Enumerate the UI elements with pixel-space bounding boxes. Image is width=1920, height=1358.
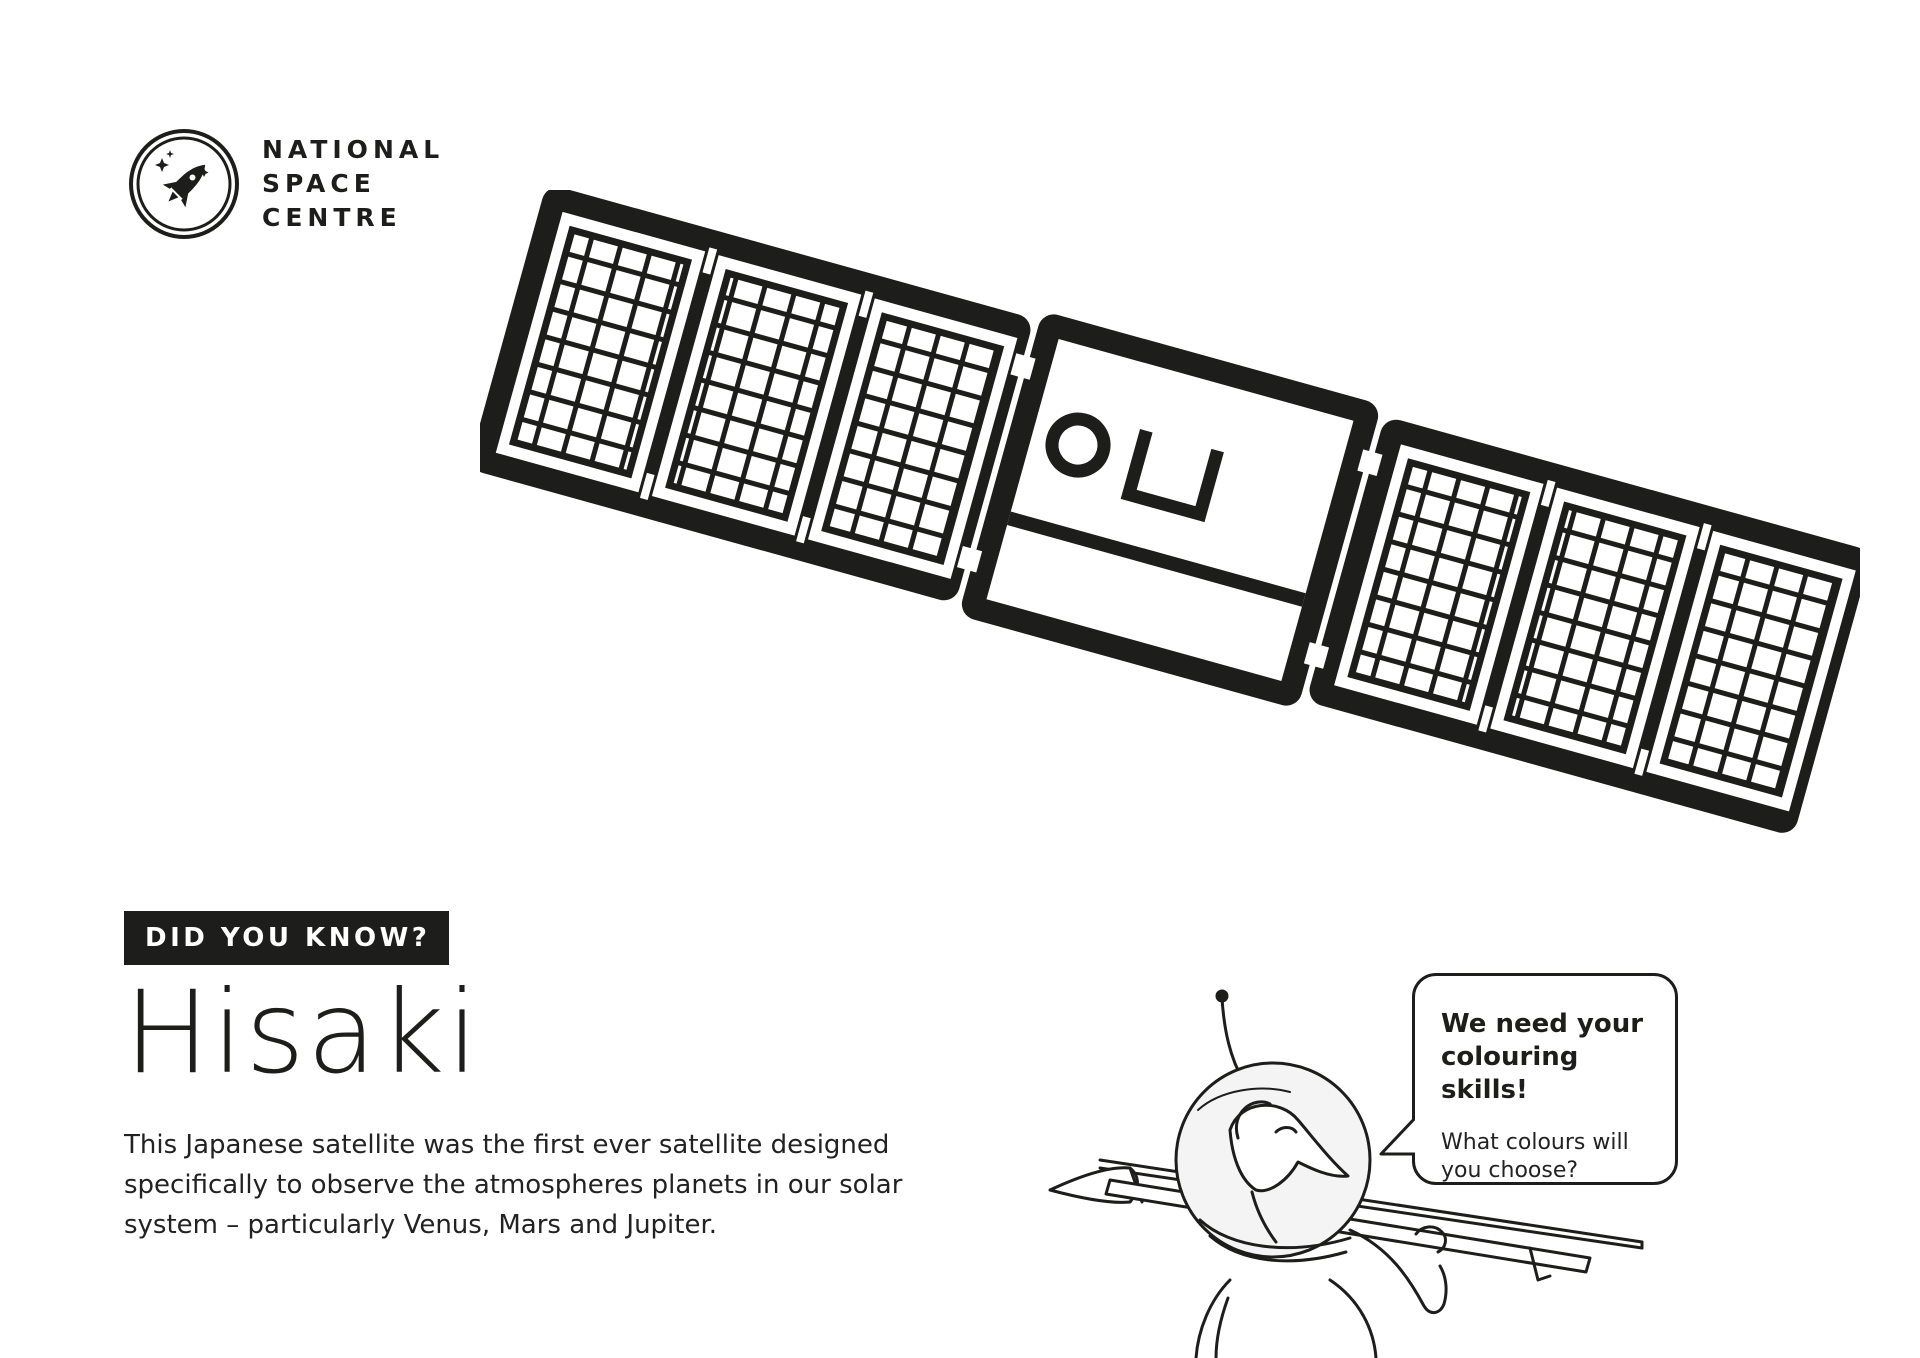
rocket-emblem-icon — [129, 129, 239, 239]
fact-description: This Japanese satellite was the first ev… — [124, 1130, 903, 1240]
did-you-know-badge: DID YOU KNOW? — [124, 911, 450, 965]
bubble-question: What colours will you choose? — [1441, 1130, 1629, 1183]
logo-line-2: SPACE — [262, 169, 376, 198]
satellite-name-title: Hisaki — [124, 966, 481, 1099]
logo-line-3: CENTRE — [262, 203, 402, 232]
logo-wordmark: NATIONAL SPACE CENTRE — [262, 135, 444, 233]
speech-bubble-tail-icon — [1379, 1114, 1419, 1158]
speech-bubble: We need your colouring skills! What colo… — [1379, 973, 1678, 1185]
bubble-heading: We need your colouring skills! — [1441, 1009, 1644, 1105]
satellite-outline-icon — [480, 190, 1860, 833]
national-space-centre-logo: NATIONAL SPACE CENTRE — [128, 128, 444, 240]
logo-line-1: NATIONAL — [262, 135, 445, 164]
astronaut-with-paintbrush-icon — [1048, 989, 1644, 1358]
